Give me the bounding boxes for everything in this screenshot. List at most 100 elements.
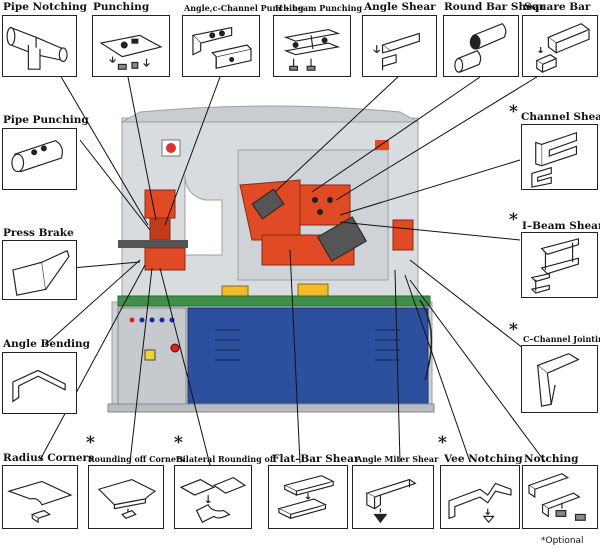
leader-square-bar bbox=[335, 74, 541, 201]
label-pipe-notching: Pipe Notching bbox=[3, 1, 88, 13]
section-shear-tool bbox=[316, 216, 368, 262]
warning-plate bbox=[375, 140, 389, 150]
box-rounding-off-corners bbox=[88, 465, 164, 529]
warning-sticker bbox=[144, 349, 156, 361]
optional-note: *Optional bbox=[541, 536, 584, 546]
leader-punching bbox=[127, 76, 157, 221]
label-square-bar: Square Bar bbox=[524, 1, 591, 13]
leader-angle-bending bbox=[44, 259, 141, 346]
box-angle-miter-shear bbox=[352, 465, 434, 529]
box-flat-bar-shear bbox=[268, 465, 348, 529]
leader-angle-miter-shear bbox=[394, 269, 401, 463]
punching-icon bbox=[99, 34, 163, 70]
vent-slots bbox=[215, 329, 400, 361]
c-channel-jointing-icon bbox=[536, 353, 580, 407]
vee-notching-icon bbox=[448, 482, 512, 524]
leader-press-brake bbox=[71, 261, 141, 269]
machine-top bbox=[120, 105, 420, 123]
leader-notching bbox=[409, 279, 546, 463]
angle-shear-icon bbox=[373, 32, 420, 71]
shear-pivot-1 bbox=[312, 197, 318, 203]
channel-shear-icon bbox=[531, 131, 578, 188]
machine-throat bbox=[184, 174, 223, 256]
leader-channel-shear bbox=[339, 159, 521, 216]
box-pipe-punching bbox=[2, 128, 77, 190]
leader-pipe-punching bbox=[79, 139, 151, 231]
bilateral-rounding-off-icon bbox=[179, 476, 247, 523]
box-press-brake bbox=[2, 240, 77, 300]
leader-round-bar-shear bbox=[311, 76, 481, 193]
label-pipe-punching: Pipe Punching bbox=[3, 114, 89, 126]
box-bilateral-rounding-off bbox=[174, 465, 252, 529]
leader-angle-shear bbox=[274, 74, 401, 193]
pipe-notching-icon bbox=[6, 26, 68, 70]
shear-blade-angle bbox=[251, 188, 285, 220]
angle-miter-shear-icon bbox=[365, 478, 417, 524]
label-channel-shear: Channel Shear bbox=[521, 111, 600, 123]
leader-vee-notching bbox=[404, 274, 471, 463]
leader-pipe-notching bbox=[59, 74, 149, 226]
pipe-punching-icon bbox=[11, 139, 63, 173]
i-beam-shear-icon bbox=[530, 238, 579, 294]
box-vee-notching bbox=[440, 465, 520, 529]
shear-pivot-2 bbox=[327, 197, 333, 203]
label-round-bar-shear: Round Bar Shear bbox=[444, 1, 546, 13]
press-brake-icon bbox=[12, 249, 70, 296]
leader-i-beam-shear bbox=[339, 221, 521, 241]
leader-rounding-off-corners bbox=[129, 267, 153, 463]
emergency-stop-icon bbox=[170, 343, 180, 353]
notching-icon bbox=[527, 473, 586, 521]
leader-radius-corners bbox=[39, 264, 146, 461]
square-bar-icon bbox=[535, 23, 591, 74]
label-c-channel-jointing: C–Channel Jointing bbox=[523, 334, 600, 344]
optional-star-channel: * bbox=[509, 102, 518, 122]
flat-bar-shear-icon bbox=[277, 475, 335, 520]
label-angle-miter-shear: Angle Miter Shear bbox=[356, 454, 439, 464]
leader-angle-channel-punching bbox=[164, 76, 221, 226]
label-bilateral-rounding-off: Bilateral Rounding off bbox=[176, 454, 277, 464]
angle-bending-icon bbox=[12, 369, 66, 403]
box-punching bbox=[92, 15, 170, 77]
label-press-brake: Press Brake bbox=[3, 227, 74, 239]
label-angle-channel-punching: Angle,c-Channel Punching bbox=[184, 3, 304, 13]
base-blue-panel bbox=[187, 307, 429, 405]
box-pipe-notching bbox=[2, 15, 77, 77]
optional-star-i-beam: * bbox=[509, 210, 518, 230]
label-punching: Punching bbox=[93, 1, 150, 13]
box-notching bbox=[522, 465, 598, 529]
box-angle-channel-punching bbox=[182, 15, 260, 77]
angle-channel-punching-icon bbox=[191, 26, 252, 69]
optional-star-rounding: * bbox=[86, 433, 95, 453]
label-angle-bending: Angle Bending bbox=[3, 338, 90, 350]
box-square-bar bbox=[522, 15, 598, 77]
label-h-beam-punching: H – beam Punching bbox=[275, 3, 363, 13]
label-flat-bar-shear: Flat–Bar Shear bbox=[272, 453, 360, 465]
shear-pivot-3 bbox=[317, 209, 323, 215]
optional-star-vee: * bbox=[438, 433, 447, 453]
label-angle-shear: Angle Shear bbox=[364, 1, 436, 13]
box-h-beam-punching bbox=[273, 15, 351, 77]
radius-corners-icon bbox=[7, 480, 73, 524]
optional-star-c-channel: * bbox=[509, 320, 518, 340]
shear-block-center bbox=[299, 184, 351, 226]
control-buttons bbox=[129, 317, 175, 323]
box-angle-shear bbox=[362, 15, 437, 77]
base-top-table bbox=[117, 295, 431, 307]
punch-table bbox=[118, 240, 188, 248]
rounding-off-corners-icon bbox=[97, 478, 157, 519]
leader-c-channel-jointing bbox=[409, 259, 529, 353]
h-beam-punching-icon bbox=[283, 28, 341, 71]
label-i-beam-shear: I–Beam Shear bbox=[522, 220, 600, 232]
punch-ram bbox=[144, 189, 176, 219]
base-foot bbox=[107, 403, 435, 413]
optional-star-bilateral: * bbox=[174, 433, 183, 453]
label-vee-notching: Vee Notching bbox=[444, 453, 523, 465]
label-radius-corners: Radius Corners bbox=[3, 452, 94, 464]
punch-die-block bbox=[144, 247, 186, 271]
leader-bilateral-rounding bbox=[159, 267, 211, 466]
box-round-bar-shear bbox=[443, 15, 519, 77]
leader-flat-bar-shear bbox=[289, 249, 301, 464]
